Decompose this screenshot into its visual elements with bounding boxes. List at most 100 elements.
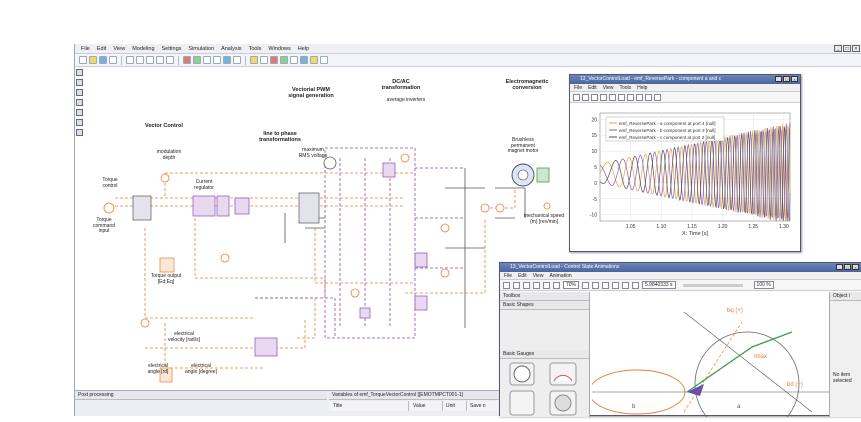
- play-icon[interactable]: [280, 56, 288, 64]
- vector-animation-canvas[interactable]: bq (+) bd (+) Imax b a: [592, 292, 829, 417]
- play-icon[interactable]: [602, 281, 610, 289]
- align-icon[interactable]: [76, 99, 83, 106]
- grid-icon[interactable]: [645, 93, 652, 101]
- run-icon[interactable]: [183, 56, 191, 64]
- copy-icon[interactable]: [136, 56, 144, 64]
- column-value[interactable]: Value: [409, 401, 443, 411]
- plot-menu-help[interactable]: Help: [637, 85, 648, 91]
- line-to-phase-block[interactable]: [298, 192, 320, 224]
- pause-icon[interactable]: [612, 281, 620, 289]
- monitor-icon[interactable]: [300, 56, 308, 64]
- menu-help[interactable]: Help: [297, 45, 310, 52]
- velocity-block[interactable]: [254, 337, 278, 357]
- zoom-out-icon[interactable]: [553, 281, 560, 289]
- anim-menu-file[interactable]: File: [504, 273, 513, 279]
- library-icon[interactable]: [76, 129, 83, 136]
- lock-icon[interactable]: [310, 56, 318, 64]
- menu-view[interactable]: View: [113, 45, 126, 52]
- transform-block[interactable]: [234, 197, 250, 215]
- settings-icon[interactable]: [320, 56, 328, 64]
- menu-edit[interactable]: Edit: [96, 45, 107, 52]
- sensor-6[interactable]: [480, 203, 490, 213]
- column-unit[interactable]: Unit: [443, 401, 467, 411]
- link-icon[interactable]: [260, 56, 268, 64]
- cursor-icon[interactable]: [609, 93, 616, 101]
- anim-maximize-button[interactable]: □: [844, 264, 851, 270]
- end-icon[interactable]: [632, 281, 640, 289]
- inverter-block-1[interactable]: [382, 162, 396, 178]
- regulator-block-2[interactable]: [216, 195, 230, 217]
- zoom-out-icon[interactable]: [582, 93, 589, 101]
- grid-icon[interactable]: [213, 56, 221, 64]
- pointer-icon[interactable]: [503, 281, 510, 289]
- basic-shapes-section[interactable]: Basic Shapes: [500, 301, 589, 310]
- pan-icon[interactable]: [591, 93, 598, 101]
- maximize-button[interactable]: □: [843, 45, 851, 52]
- zoom-in-icon[interactable]: [543, 281, 550, 289]
- table-icon[interactable]: [233, 56, 241, 64]
- anim-menu-edit[interactable]: Edit: [518, 273, 527, 279]
- cut-icon[interactable]: [126, 56, 134, 64]
- torque-control-block[interactable]: [132, 195, 152, 221]
- redo-icon[interactable]: [166, 56, 174, 64]
- zoom-icon[interactable]: [203, 56, 211, 64]
- angle-block[interactable]: [159, 367, 173, 383]
- voltage-meter[interactable]: [323, 156, 337, 170]
- torque-output-block[interactable]: [159, 257, 175, 273]
- plot-menu-edit[interactable]: Edit: [588, 85, 597, 91]
- menu-modeling[interactable]: Modeling: [132, 45, 155, 52]
- undo-icon[interactable]: [156, 56, 164, 64]
- save-icon[interactable]: [99, 56, 107, 64]
- print-icon[interactable]: [627, 93, 634, 101]
- gauge-meter-icon[interactable]: [549, 362, 577, 386]
- rewind-icon[interactable]: [582, 281, 590, 289]
- plot-menu-file[interactable]: File: [574, 85, 583, 91]
- diagram-canvas[interactable]: Vector Control Vectorial PWM signal gene…: [85, 68, 580, 386]
- gauge-knob-icon[interactable]: [509, 390, 535, 416]
- step-icon[interactable]: [290, 56, 298, 64]
- delete-icon[interactable]: [523, 281, 530, 289]
- plot-menu-tools[interactable]: Tools: [619, 85, 632, 91]
- zoom-select[interactable]: 70%: [563, 281, 580, 289]
- print-icon[interactable]: [109, 56, 117, 64]
- plot-minimize-button[interactable]: _: [775, 76, 782, 82]
- inverter-block-3[interactable]: [414, 295, 428, 311]
- anim-menu-view[interactable]: View: [532, 273, 544, 279]
- sensor-5[interactable]: [140, 318, 150, 328]
- forward-icon[interactable]: [622, 281, 630, 289]
- basic-gauges-section[interactable]: Basic Gauges: [500, 350, 589, 359]
- pointer-icon[interactable]: [76, 69, 83, 76]
- column-title[interactable]: Title: [329, 401, 409, 411]
- inverter-block-2[interactable]: [414, 252, 428, 268]
- ungroup-icon[interactable]: [76, 119, 83, 126]
- sensor-2[interactable]: [440, 223, 450, 233]
- plot-close-button[interactable]: ×: [791, 76, 798, 82]
- menu-settings[interactable]: Settings: [161, 45, 182, 52]
- column-save[interactable]: Save n: [470, 403, 486, 409]
- plot-maximize-button[interactable]: □: [783, 76, 790, 82]
- back-icon[interactable]: [592, 281, 600, 289]
- anim-minimize-button[interactable]: _: [836, 264, 843, 270]
- anim-close-button[interactable]: ×: [852, 264, 859, 270]
- zoom-in-icon[interactable]: [573, 93, 580, 101]
- menu-analysis[interactable]: Analysis: [221, 45, 242, 52]
- sensor-7[interactable]: [495, 203, 505, 213]
- group-icon[interactable]: [76, 109, 83, 116]
- current-regulator-block[interactable]: [192, 195, 216, 217]
- export-icon[interactable]: [618, 93, 625, 101]
- dc-source-block[interactable]: [359, 307, 371, 319]
- rotate-icon[interactable]: [76, 79, 83, 86]
- param-icon[interactable]: [250, 56, 258, 64]
- table-icon[interactable]: [654, 93, 661, 101]
- time-field[interactable]: 5.9840333 s: [642, 281, 676, 289]
- sensor-1[interactable]: [400, 153, 410, 163]
- menu-file[interactable]: File: [81, 45, 90, 52]
- copy-icon[interactable]: [533, 281, 540, 289]
- speed-sensor[interactable]: [543, 202, 551, 210]
- menu-simulation[interactable]: Simulation: [188, 45, 215, 52]
- sensor-3[interactable]: [440, 268, 450, 278]
- zoom-select-2[interactable]: 100 %: [753, 281, 774, 289]
- plot-menu-view[interactable]: View: [602, 85, 614, 91]
- close-button[interactable]: ×: [852, 45, 860, 52]
